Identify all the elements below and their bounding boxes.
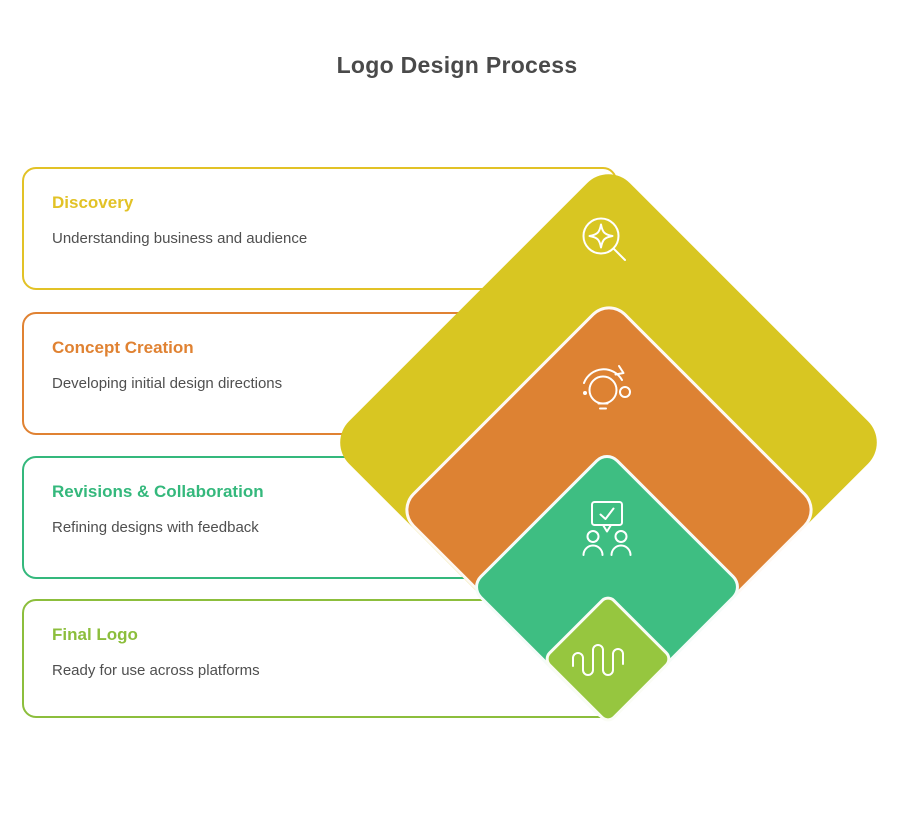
step-title: Discovery [52, 193, 134, 212]
step-description: Ready for use across platforms [52, 662, 260, 679]
step-description: Refining designs with feedback [52, 519, 259, 536]
step-title: Revisions & Collaboration [52, 482, 264, 501]
sparkle-magnifier-icon [568, 203, 638, 273]
team-check-presentation-icon [572, 493, 642, 563]
step-card-discovery: Discovery Understanding business and aud… [22, 167, 617, 290]
step-description: Understanding business and audience [52, 230, 308, 247]
step-title: Final Logo [52, 625, 138, 644]
step-title: Concept Creation [52, 338, 194, 357]
page-title: Logo Design Process [336, 52, 578, 78]
lightbulb-orbit-icon [570, 353, 640, 423]
waveform-mark-icon [566, 624, 636, 694]
step-description: Developing initial design directions [52, 375, 283, 392]
